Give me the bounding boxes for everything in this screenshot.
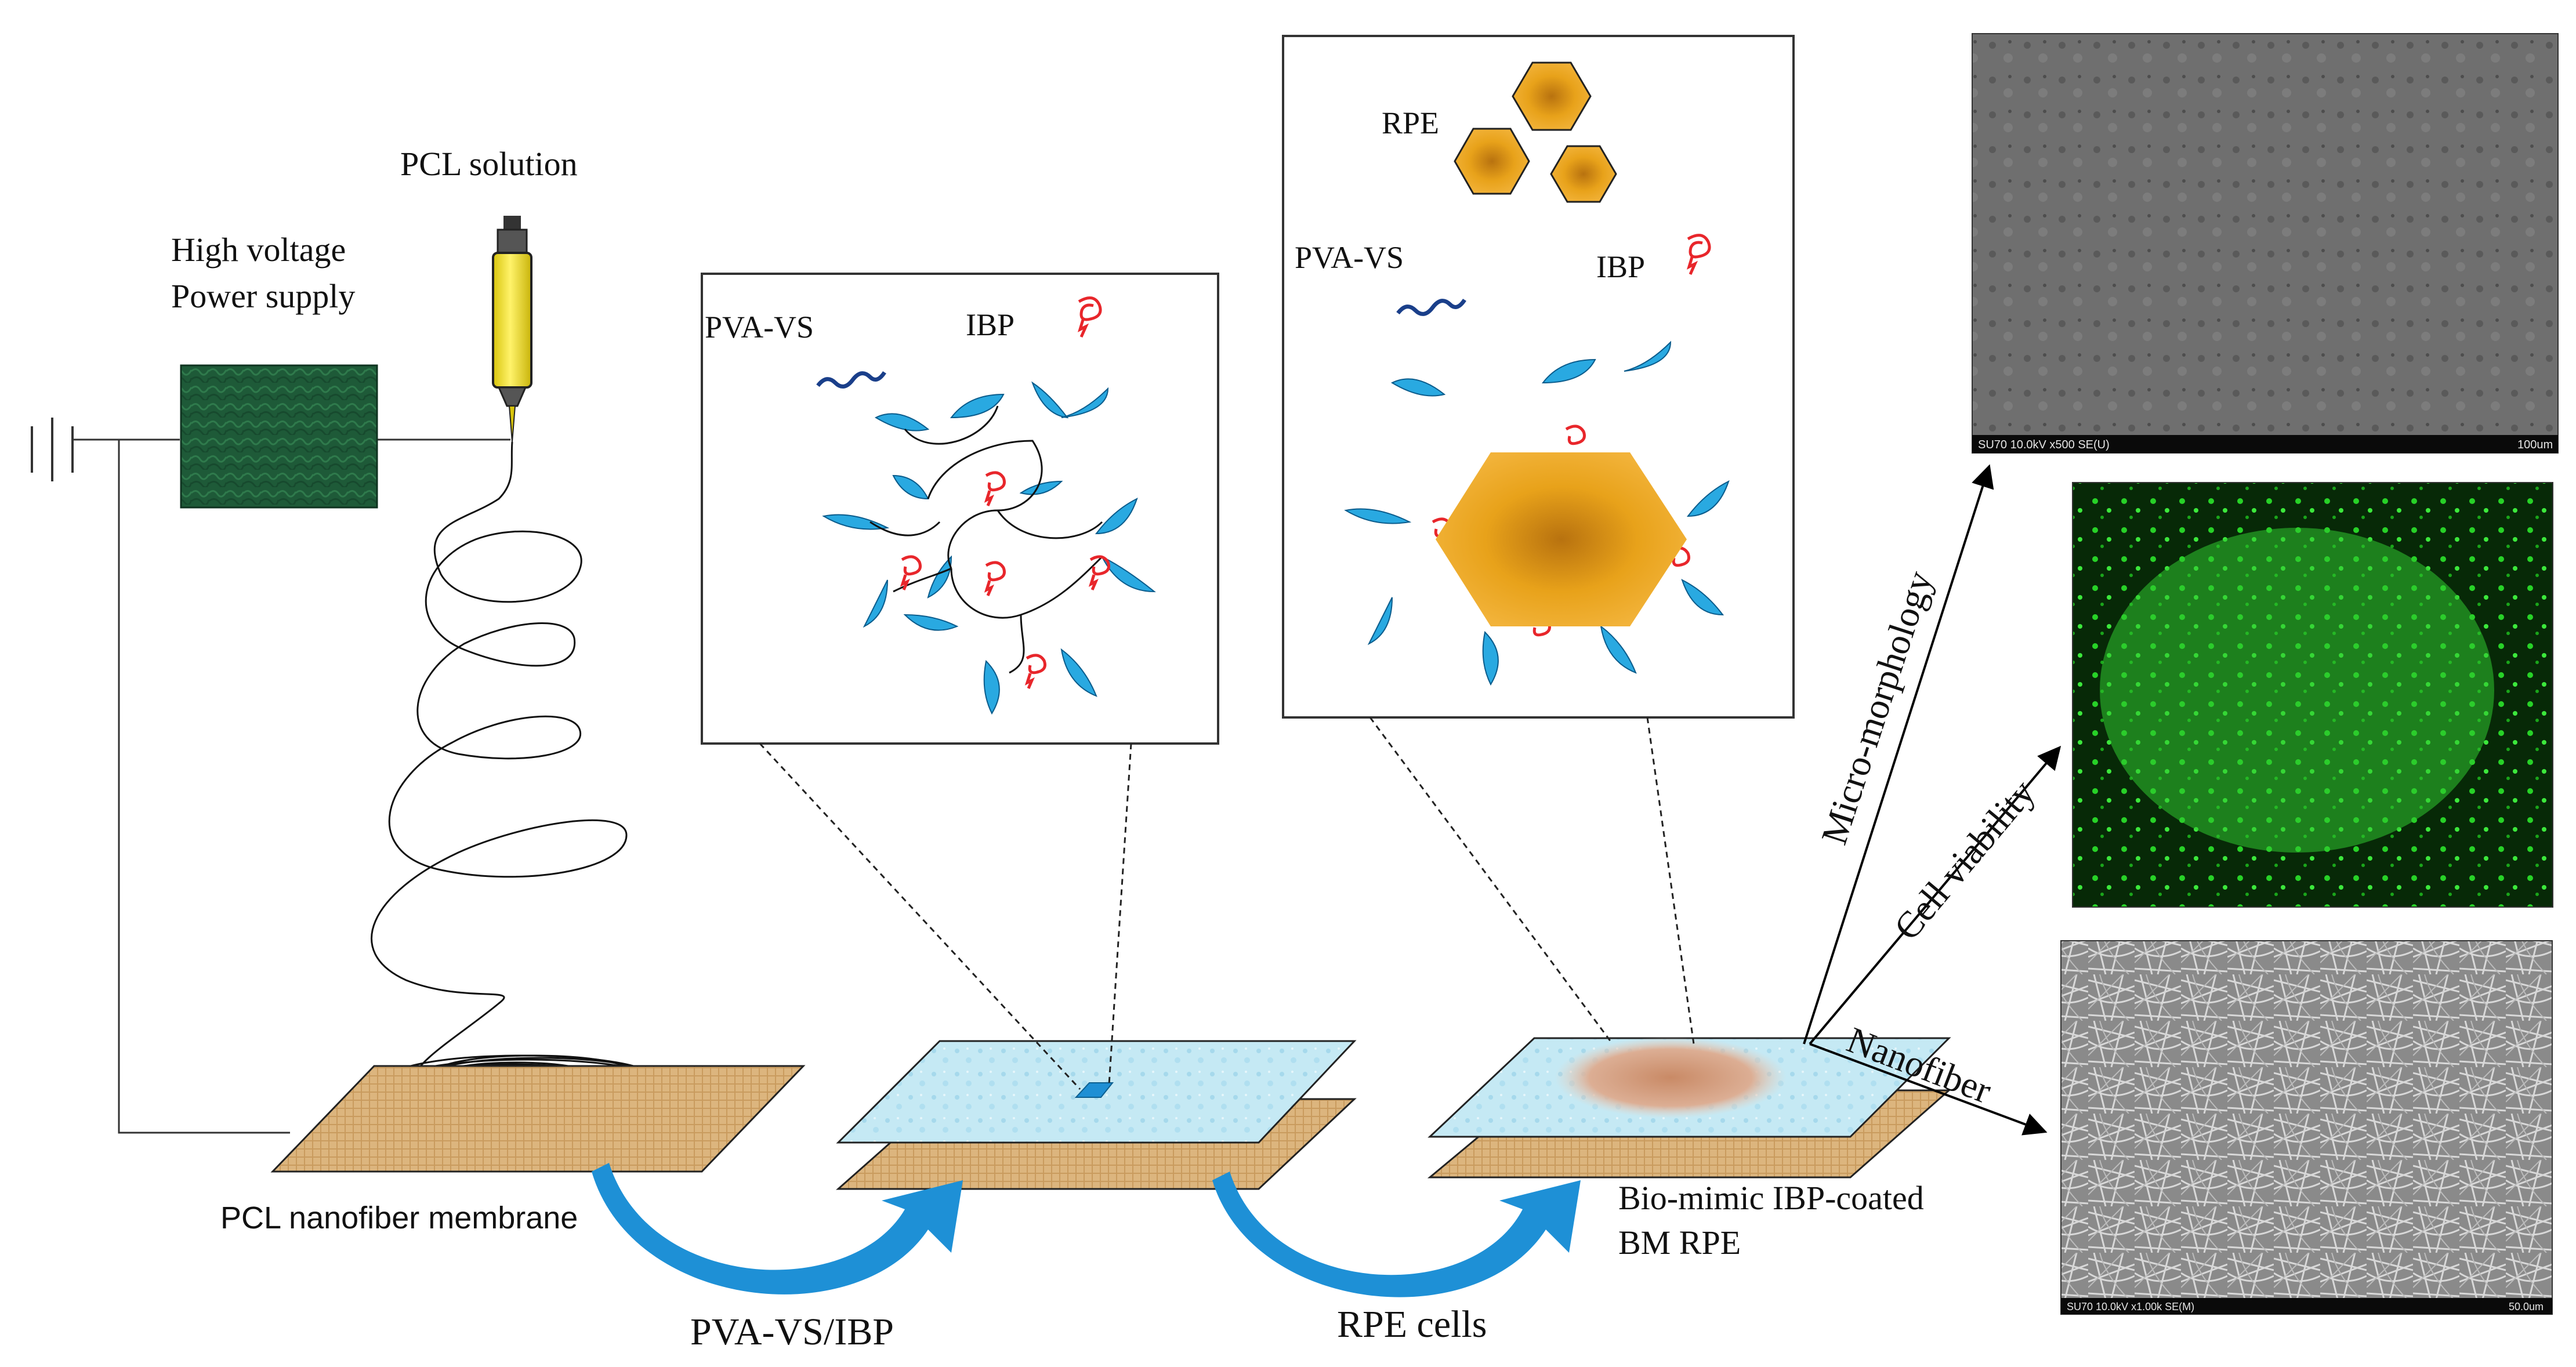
hydrogel-network-1 [822,381,1156,715]
process-arrow-2 [1212,1172,1581,1297]
sem1-scale-text: 100um [2517,438,2553,451]
pcl-membrane-label: PCL nanofiber membrane [220,1201,578,1235]
final-label-line1: Bio-mimic IBP-coated [1618,1179,1924,1217]
final-label-line2: BM RPE [1618,1224,1741,1261]
rpe-cell-large [1436,452,1687,626]
power-supply-box [180,364,378,509]
pva-vs-icon-2 [1396,298,1466,316]
cell-viability-label: Cell viability [1886,772,2042,948]
coating-detail-square [1074,1082,1114,1098]
step1-label: PVA-VS/IBP [690,1311,894,1353]
inset2-pva-label: PVA-VS [1295,240,1404,275]
process-arrow-1 [592,1163,963,1295]
ground-symbol [31,418,74,481]
pva-vs-icon-1 [816,371,886,389]
zoom-lines [759,717,1695,1090]
syringe-icon [492,216,532,443]
sem2-info-text: SU70 10.0kV x1.00k SE(M) [2067,1301,2194,1312]
branch-arrows [1803,464,2061,1136]
inset2-rpe-label: RPE [1382,106,1439,140]
sem1-info-text: SU70 10.0kV x500 SE(U) [1978,438,2110,451]
sem1-info-bar [1972,435,2558,453]
pcl-membrane-1 [270,1065,806,1173]
sem-micrograph-membrane [1972,33,2559,454]
sem2-scale-text: 50.0um [2509,1301,2544,1312]
sem2-info-bar [2061,1298,2552,1314]
power-supply-label-line2: Power supply [171,277,355,315]
rpe-cell-layer [1555,1037,1787,1118]
inset2-ibp-label: IBP [1596,249,1645,284]
rpe-hexagon-cluster [1454,61,1617,203]
hydrogel-network-2 [1344,340,1730,686]
ibp-icon-1 [1077,296,1102,338]
sem-micrograph-nanofiber [2060,940,2553,1315]
fiber-jet [371,441,628,1080]
inset1-ibp-label: IBP [966,307,1015,342]
inset1-pva-label: PVA-VS [705,310,814,345]
step2-label: RPE cells [1337,1303,1487,1346]
micro-morphology-label: Micro-morphology [1813,566,1940,850]
circuit-wire [73,438,510,1134]
power-supply-label-line1: High voltage [171,231,346,269]
ibp-icon-2 [1686,234,1711,275]
fluorescence-cluster [2100,528,2494,853]
pcl-solution-label: PCL solution [400,145,578,183]
